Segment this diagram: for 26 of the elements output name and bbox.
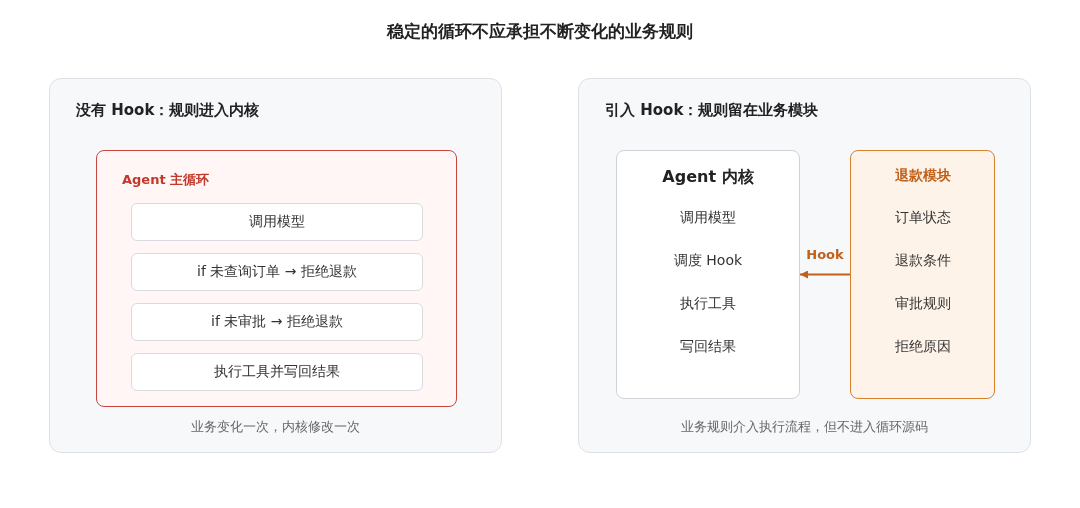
module-card [616, 150, 800, 399]
process-step: 执行工具并写回结果 [131, 353, 423, 391]
card-heading: 退款模块 [893, 167, 952, 185]
card-heading: Agent 内核 [661, 167, 755, 188]
group-title: Agent 主循环 [122, 171, 210, 189]
process-step: if 未审批 → 拒绝退款 [131, 303, 423, 341]
group-box [96, 150, 457, 407]
list-item: 执行工具 [679, 295, 737, 313]
panel-card [578, 78, 1031, 453]
list-item: 调用模型 [679, 209, 737, 227]
panel-caption: 业务变化一次，内核修改一次 [190, 418, 361, 436]
panel-card [49, 78, 502, 453]
process-step: if 未查询订单 → 拒绝退款 [131, 253, 423, 291]
list-item: 订单状态 [893, 209, 952, 227]
list-item: 拒绝原因 [893, 338, 952, 356]
panel-caption: 业务规则介入执行流程，但不进入循环源码 [680, 418, 929, 436]
list-item: 写回结果 [679, 338, 737, 356]
list-item: 调度 Hook [672, 252, 744, 270]
diagram-title: 稳定的循环不应承担不断变化的业务规则 [385, 20, 694, 43]
panel-heading: 引入 Hook：规则留在业务模块 [605, 101, 819, 120]
list-item: 退款条件 [893, 252, 952, 270]
panel-heading: 没有 Hook：规则进入内核 [76, 101, 260, 120]
arrow [799, 270, 851, 279]
list-item: 审批规则 [893, 295, 952, 313]
process-step: 调用模型 [131, 203, 423, 241]
module-card [850, 150, 995, 399]
